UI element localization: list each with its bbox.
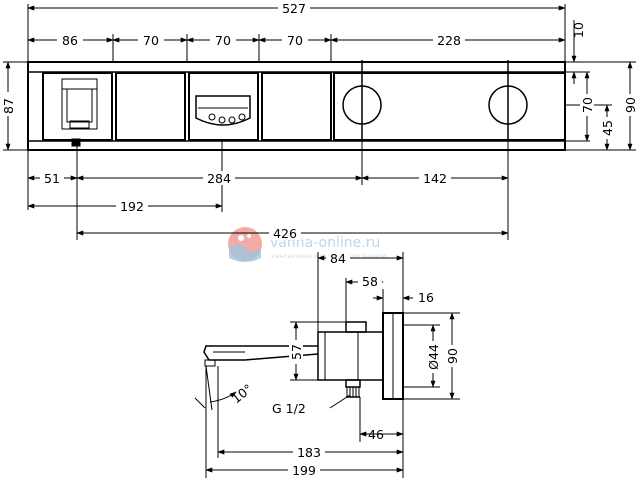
push-button-icon [195, 95, 251, 126]
side-view-labels: 84 58 16 57 Ø44 90 10° G 1/2 46 183 199 [229, 251, 460, 478]
dim-segment-4: 70 [287, 33, 303, 48]
dim-height-right: 90 [623, 97, 638, 113]
dim-len-46: 46 [368, 427, 384, 442]
dim-len-183: 183 [297, 445, 321, 460]
dim-depth-16: 16 [418, 290, 434, 305]
dim-diameter-44: Ø44 [426, 344, 441, 370]
dim-segment-2: 70 [143, 33, 159, 48]
dim-height-total: 87 [1, 98, 16, 114]
top-view [3, 4, 636, 240]
dim-segment-1: 86 [62, 33, 78, 48]
dim-len-199: 199 [292, 463, 316, 478]
dim-height-inner: 70 [580, 97, 595, 113]
side-wall-plate [382, 312, 404, 400]
dim-segment-5: 228 [437, 33, 461, 48]
knob-right-icon [488, 60, 528, 140]
dim-row2-c: 142 [423, 171, 447, 186]
dim-overall-width: 527 [282, 1, 306, 16]
dim-row2-a: 51 [44, 171, 60, 186]
top-view-labels: 527 86 70 70 70 228 10 87 70 45 90 51 28… [1, 1, 638, 241]
watermark: vanna-online.ru сантехника и мебель для … [228, 227, 386, 262]
watermark-logo-icon [228, 227, 262, 262]
knob-left-icon [342, 60, 382, 140]
shower-holder-icon [61, 78, 98, 147]
thread-connector-icon [345, 379, 361, 398]
side-valve-body [317, 321, 384, 381]
dim-height-offset: 45 [600, 120, 615, 136]
dim-thread: G 1/2 [272, 401, 306, 416]
side-spout [203, 345, 319, 367]
dim-row3: 192 [120, 199, 144, 214]
dim-segment-3: 70 [215, 33, 231, 48]
dim-offset-top: 10 [571, 22, 586, 38]
dim-height-57: 57 [289, 344, 304, 360]
dim-depth-58: 58 [362, 274, 378, 289]
dim-angle: 10° [229, 381, 256, 406]
dim-height-90: 90 [445, 348, 460, 364]
dim-depth-84: 84 [330, 251, 346, 266]
dim-row2-b: 284 [207, 171, 231, 186]
thermostat-panel [27, 61, 566, 151]
side-view [194, 252, 460, 478]
dim-row4: 426 [273, 226, 297, 241]
